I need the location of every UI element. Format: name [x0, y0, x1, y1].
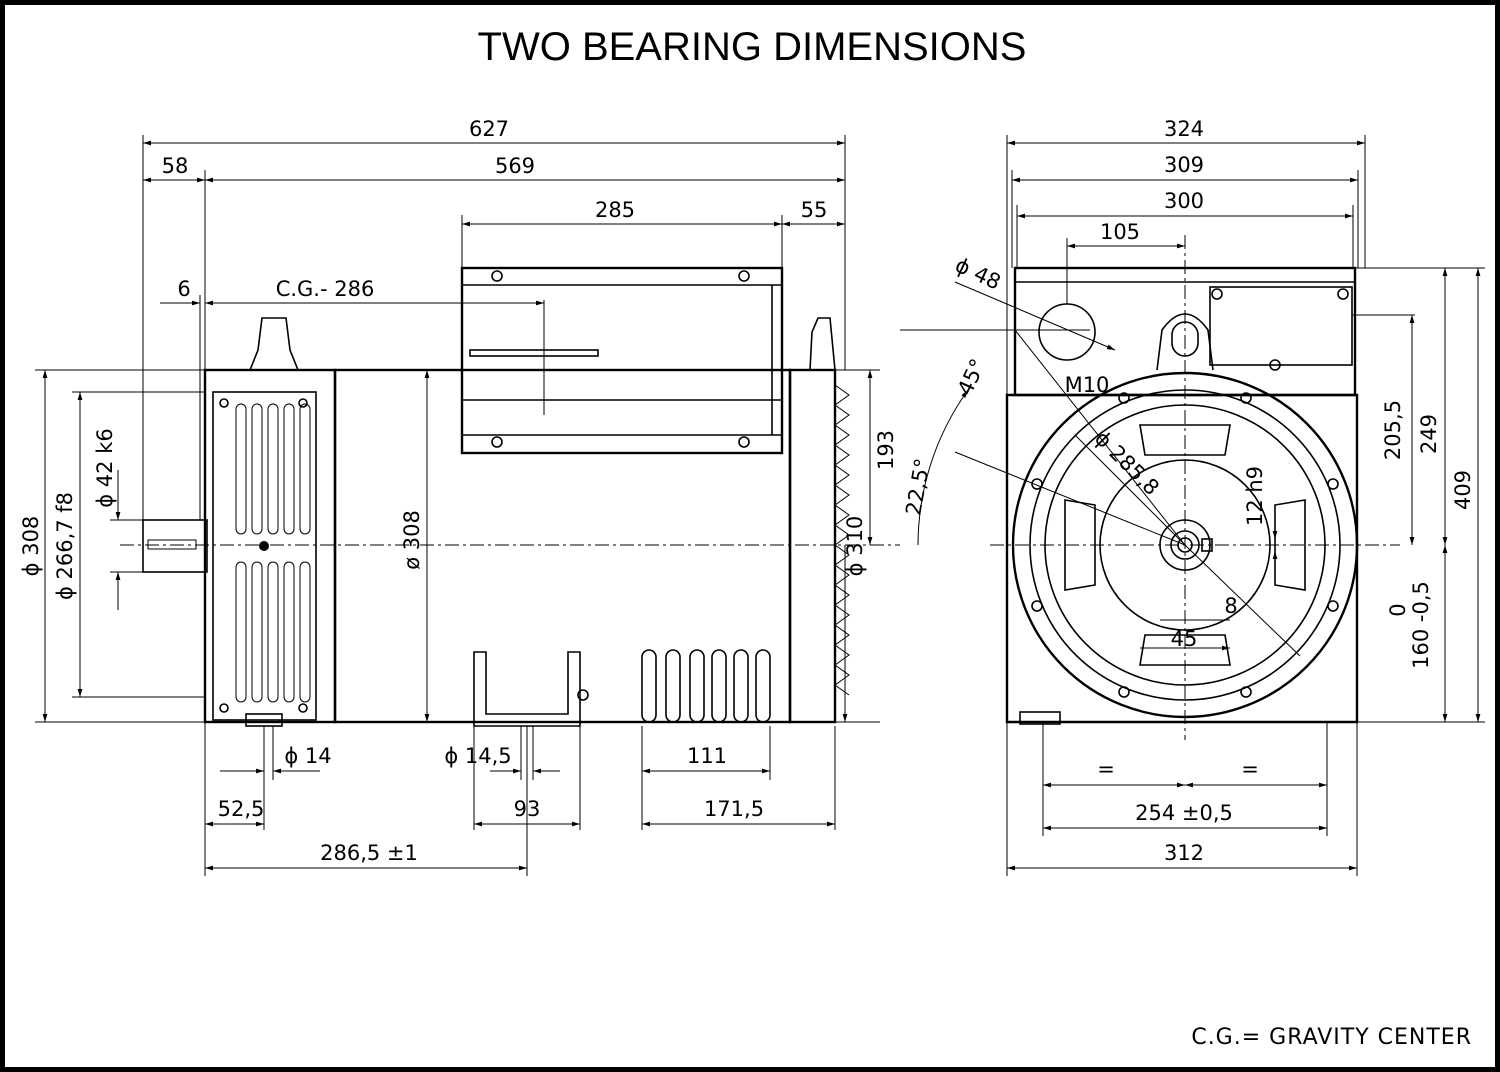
dim-fan-cover-diameter: ϕ 310	[843, 516, 867, 577]
side-dimensions	[35, 135, 880, 876]
dim-shaft-height-ref: 193	[874, 430, 898, 470]
lifting-eye	[1156, 313, 1214, 371]
drawing-title: TWO BEARING DIMENSIONS	[478, 25, 1027, 69]
dim-frame-diameter: ø 308	[400, 510, 424, 570]
dim-center-of-gravity: C.G.- 286	[276, 277, 375, 301]
dim-foot-offset: 52,5	[218, 797, 265, 821]
end-flange	[1011, 371, 1359, 719]
dim-foot-width: 93	[514, 797, 541, 821]
fan-cover	[788, 317, 850, 724]
dim-pitch-circle: ϕ 285,8	[1090, 426, 1164, 500]
dim-shaft-key-height: 45	[1171, 627, 1198, 651]
side-view: 627 58 569 285 55 6 C.G.- 286 ϕ 308 ϕ 26…	[19, 117, 900, 876]
dim-hole-diameter: ϕ 48	[951, 253, 1004, 295]
dim-vent-width: 111	[687, 744, 727, 768]
cooling-slots	[641, 649, 771, 723]
dim-equal-right: =	[1241, 757, 1259, 781]
dim-end-foot-width: 312	[1164, 841, 1204, 865]
dim-thread: M10	[1065, 373, 1110, 397]
dim-lifting-offset: 105	[1100, 220, 1140, 244]
footer-note: C.G.= GRAVITY CENTER	[1191, 1025, 1472, 1050]
foot	[473, 651, 581, 727]
technical-drawing: TWO BEARING DIMENSIONS	[19, 25, 1485, 1050]
dim-flange-diameter: ϕ 308	[19, 516, 43, 577]
end-dimensions	[900, 135, 1485, 876]
dim-flange-thickness: 6	[177, 277, 190, 301]
terminal-box	[460, 266, 784, 455]
dim-rear-foot-span: 171,5	[704, 797, 764, 821]
top-box	[1013, 266, 1357, 397]
dim-box-height: 205,5	[1381, 400, 1405, 460]
hole-48	[1038, 303, 1096, 361]
shaft	[142, 519, 208, 573]
dim-key-depth: 8	[1224, 594, 1237, 618]
lifting-lug	[249, 317, 299, 371]
dim-spigot-diameter: ϕ 266,7 f8	[53, 492, 77, 600]
dim-shaft-height-tol: 0	[1386, 603, 1410, 616]
dim-foot-hole-spacing: 254 ±0,5	[1135, 801, 1233, 825]
dim-box-width: 309	[1164, 153, 1204, 177]
dim-box-length: 285	[595, 198, 635, 222]
dim-body-length: 569	[495, 154, 535, 178]
dim-foot-hole-left: ϕ 14	[284, 744, 331, 768]
dim-foot-hole-right: ϕ 14,5	[444, 744, 511, 768]
dim-angle-45: 45°	[953, 355, 990, 399]
dim-shaft-extension: 58	[162, 154, 189, 178]
end-view: 324 309 300 105 ϕ 48 45° 22,5° M10 ϕ 285…	[900, 117, 1485, 876]
dim-foot-to-flange: 286,5 ±1	[320, 841, 418, 865]
ventilation-grille	[219, 398, 311, 713]
dim-box-offset: 55	[801, 198, 828, 222]
dim-angle-22-5: 22,5°	[901, 457, 935, 518]
dim-top-height: 249	[1417, 414, 1441, 454]
dim-equal-left: =	[1097, 757, 1115, 781]
dim-shaft-height: 160 -0,5	[1409, 581, 1433, 669]
dim-top-width: 300	[1164, 189, 1204, 213]
dim-overall-height: 409	[1451, 470, 1475, 510]
dim-overall-length: 627	[469, 117, 509, 141]
dim-overall-width: 324	[1164, 117, 1204, 141]
dim-key-width: 12 h9	[1243, 466, 1267, 526]
dim-shaft-diameter: ϕ 42 k6	[93, 428, 117, 507]
